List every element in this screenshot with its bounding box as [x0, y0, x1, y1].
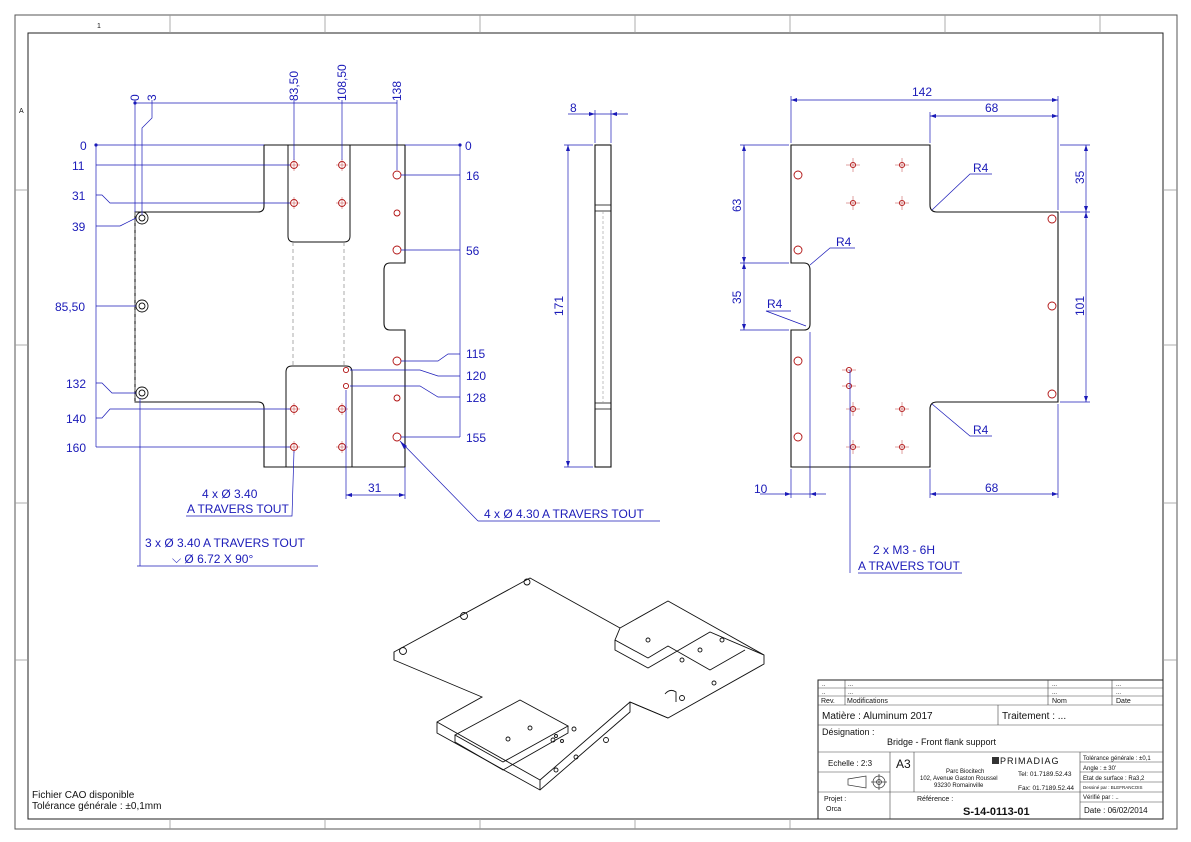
footer-note-tolerance: Tolérance générale : ±0,1mm — [32, 801, 161, 812]
rev-row2-mod: ... — [848, 690, 853, 696]
company-name: PRIMADIAG — [1000, 756, 1060, 766]
reference: S-14-0113-01 — [963, 806, 1030, 818]
traitement: Traitement : ... — [1002, 711, 1066, 722]
outer-frame — [14, 14, 1178, 830]
rev-header-nom: Nom — [1052, 698, 1067, 705]
dim-right-155: 155 — [466, 431, 486, 445]
side-view: 8 171 — [552, 101, 628, 468]
matiere: Matière : Aluminum 2017 — [822, 711, 933, 722]
drawn-by: Dessiné par : BLEFRANCOIS — [1083, 785, 1143, 790]
format: A3 — [896, 757, 911, 771]
radius-label-4: R4 — [973, 423, 989, 437]
dim-63: 63 — [730, 198, 744, 212]
projet-label: Projet : — [824, 796, 846, 803]
footer-note-cad: Fichier CAO disponible — [32, 790, 135, 801]
note-holes-340-line1: 4 x Ø 3.40 — [202, 487, 258, 501]
rev-row2-rev: .. — [822, 690, 826, 696]
row-marker: A — [19, 108, 24, 115]
angle: Angle : ± 30' — [1083, 766, 1116, 772]
rev-row1-date: ... — [1116, 682, 1121, 688]
right-view: 142 68 35 63 35 101 10 68 R4 R4 R4 R4 2 … — [730, 85, 1090, 574]
dim-bottom-31: 31 — [368, 481, 382, 495]
dim-width-top-68: 68 — [985, 101, 999, 115]
company-logo-icon — [992, 757, 999, 764]
projection-symbol-icon — [847, 774, 887, 790]
front-outline — [134, 144, 406, 468]
dim-thickness-8: 8 — [570, 101, 577, 115]
right-outline — [790, 144, 1059, 468]
dim-width-bottom-68: 68 — [985, 481, 999, 495]
tel: Tel: 01.7189.52.43 — [1018, 771, 1072, 778]
dim-left-0: 0 — [80, 139, 87, 153]
dim-35-top: 35 — [1073, 170, 1087, 184]
note-m3-line2: A TRAVERS TOUT — [858, 559, 960, 573]
dim-top-83-50: 83,50 — [287, 71, 301, 101]
dim-left-160: 160 — [66, 441, 86, 455]
tolerance: Tolérance générale : ±0,1 — [1083, 756, 1151, 762]
checked-by: Vérifié par : .. — [1083, 795, 1119, 801]
dim-right-120: 120 — [466, 369, 486, 383]
radius-label-2: R4 — [836, 235, 852, 249]
dim-right-0: 0 — [465, 139, 472, 153]
dim-right-16: 16 — [466, 169, 480, 183]
bottom-pocket — [285, 365, 353, 467]
note-holes-430: 4 x Ø 4.30 A TRAVERS TOUT — [484, 507, 645, 521]
rev-row1-rev: .. — [822, 682, 826, 688]
rev-row1-nom: ... — [1052, 682, 1057, 688]
inner-frame — [27, 32, 1164, 820]
dim-right-56: 56 — [466, 244, 480, 258]
dim-left-140: 140 — [66, 412, 86, 426]
dim-left-132: 132 — [66, 377, 86, 391]
dim-right-128: 128 — [466, 391, 486, 405]
rev-row2-date: ... — [1116, 690, 1121, 696]
dim-height-171: 171 — [552, 296, 566, 316]
countersunk-holes — [135, 211, 149, 400]
note-m3-line1: 2 x M3 - 6H — [873, 543, 935, 557]
note-holes-340-line2: A TRAVERS TOUT — [187, 502, 289, 516]
reference-label: Référence : — [917, 796, 953, 803]
dim-left-11: 11 — [72, 159, 85, 173]
rev-header-date: Date — [1116, 698, 1131, 705]
designation-label: Désignation : — [822, 727, 875, 737]
top-pocket — [287, 145, 351, 243]
right-holes — [793, 161, 1057, 451]
rev-row1-mod: ... — [848, 682, 853, 688]
dim-top-108-50: 108,50 — [335, 64, 349, 101]
dim-width-142: 142 — [912, 85, 932, 99]
radius-label-3: R4 — [767, 297, 783, 311]
rev-header-mod: Modifications — [847, 698, 888, 705]
dim-top-138: 138 — [390, 81, 404, 101]
address-line2: 102, Avenue Gaston Roussel — [920, 776, 998, 782]
dim-top-3: 3 — [145, 94, 159, 101]
dim-left-39: 39 — [72, 220, 86, 234]
address-line1: Parc Biocitech — [946, 769, 984, 775]
dim-top-0: 0 — [128, 94, 142, 101]
projet: Orca — [826, 806, 841, 813]
address-line3: 93230 Romainville — [934, 783, 984, 789]
title-block: .. ... ... ... .. ... ... ... Rev. Modif… — [817, 679, 1164, 820]
column-marker: 1 — [97, 23, 101, 30]
rev-row2-nom: ... — [1052, 690, 1057, 696]
front-view: 0 3 83,50 108,50 138 0 11 31 39 85,50 13… — [55, 64, 660, 567]
dim-right-115: 115 — [466, 347, 485, 361]
dim-10: 10 — [754, 482, 768, 496]
side-outline — [594, 144, 612, 468]
fax: Fax: 01.7189.52.44 — [1018, 785, 1074, 792]
date: Date : 06/02/2014 — [1084, 806, 1148, 815]
isometric-view — [393, 577, 765, 791]
dim-left-85-50: 85,50 — [55, 300, 85, 314]
radius-label-1: R4 — [973, 161, 989, 175]
dim-101: 101 — [1073, 296, 1087, 316]
rev-header-rev: Rev. — [821, 698, 835, 705]
surface-finish: Etat de surface : Ra3,2 — [1083, 776, 1145, 782]
echelle: Echelle : 2:3 — [828, 759, 873, 768]
dim-left-31: 31 — [72, 189, 86, 203]
dim-35-left: 35 — [730, 290, 744, 304]
zone-ticks — [15, 15, 1177, 829]
note-csk-line1: 3 x Ø 3.40 A TRAVERS TOUT — [145, 536, 306, 550]
designation: Bridge - Front flank support — [887, 737, 997, 747]
note-csk-line2: ⌵ Ø 6.72 X 90° — [172, 552, 253, 566]
